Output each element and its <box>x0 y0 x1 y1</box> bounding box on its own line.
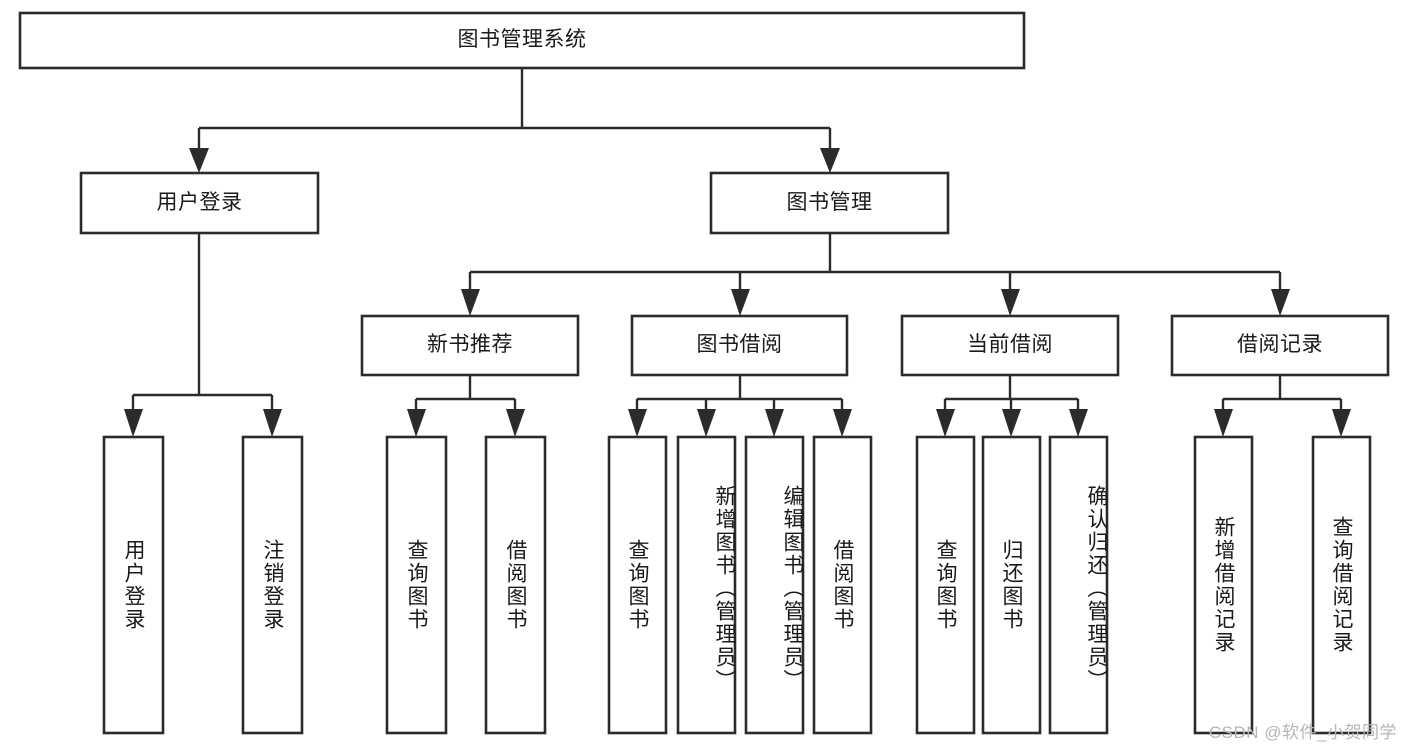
leaf-box-current-borrow-2[interactable] <box>1048 435 1109 735</box>
arrow-head-currentborrow-leaf-1 <box>1002 409 1021 437</box>
node-box-user-login[interactable] <box>79 171 320 235</box>
leaf-box-book-borrow-0[interactable] <box>607 435 668 735</box>
leaf-box-current-borrow-1[interactable] <box>981 435 1042 735</box>
leaf-box-book-borrow-1[interactable] <box>676 435 737 735</box>
arrow-head-currentborrow-leaf-0 <box>936 409 955 437</box>
arrow-head-user-login <box>189 148 209 173</box>
leaf-box-current-borrow-0[interactable] <box>915 435 976 735</box>
arrow-head-user-login-leaf-1 <box>263 409 282 437</box>
arrow-head-current-borrow <box>1001 289 1020 316</box>
arrow-head-book-borrow <box>731 289 750 316</box>
node-box-book-management[interactable] <box>709 171 950 235</box>
arrow-head-bookborrow-leaf-3 <box>833 409 852 437</box>
node-box-new-book-recommend[interactable] <box>360 314 580 377</box>
node-box-current-borrow[interactable] <box>900 314 1120 377</box>
node-box-book-borrow[interactable] <box>630 314 849 377</box>
arrow-head-currentborrow-leaf-2 <box>1069 409 1088 437</box>
arrow-head-newbook-leaf-0 <box>407 409 426 437</box>
arrow-head-newbook-leaf-1 <box>506 409 525 437</box>
leaf-box-borrow-record-1[interactable] <box>1311 435 1372 735</box>
node-box-root[interactable] <box>18 11 1026 70</box>
leaf-box-book-borrow-3[interactable] <box>812 435 873 735</box>
arrow-head-bookborrow-leaf-1 <box>697 409 716 437</box>
leaf-box-user-login-1[interactable] <box>241 435 304 735</box>
node-box-borrow-record[interactable] <box>1170 314 1390 377</box>
leaf-box-user-login-0[interactable] <box>102 435 165 735</box>
arrow-head-book-management <box>820 148 840 173</box>
arrow-head-user-login-leaf-0 <box>124 409 143 437</box>
leaf-box-borrow-record-0[interactable] <box>1193 435 1254 735</box>
arrow-head-borrowrecord-leaf-0 <box>1214 409 1233 437</box>
watermark-text: CSDN @软件_小贺同学 <box>1208 723 1397 742</box>
leaf-box-new-book-1[interactable] <box>484 435 547 735</box>
arrow-head-bookborrow-leaf-0 <box>628 409 647 437</box>
arrow-head-borrow-record <box>1271 289 1290 316</box>
arrow-head-new-book-recommend <box>461 289 480 316</box>
arrow-head-bookborrow-leaf-2 <box>765 409 784 437</box>
leaf-box-book-borrow-2[interactable] <box>744 435 805 735</box>
arrow-head-borrowrecord-leaf-1 <box>1332 409 1351 437</box>
leaf-box-new-book-0[interactable] <box>385 435 448 735</box>
